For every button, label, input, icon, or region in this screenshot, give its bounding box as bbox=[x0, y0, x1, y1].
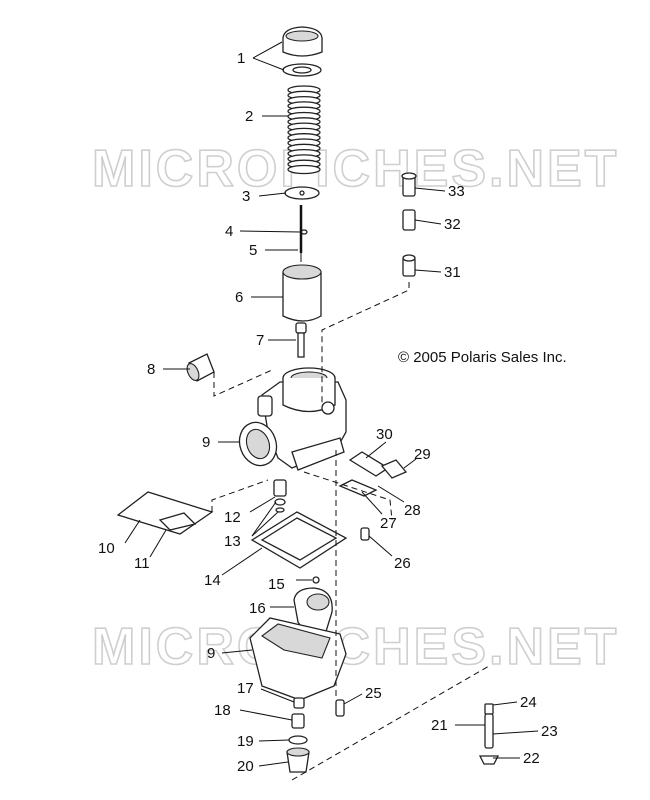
callout-9-bowl: 9 bbox=[207, 645, 215, 662]
callout-18: 18 bbox=[214, 702, 231, 719]
needle-jet-part bbox=[295, 322, 307, 358]
callout-16: 16 bbox=[249, 600, 266, 617]
bowl-gasket-part bbox=[250, 511, 348, 569]
callout-26: 26 bbox=[394, 555, 411, 572]
callout-7: 7 bbox=[256, 332, 264, 349]
callout-6: 6 bbox=[235, 289, 243, 306]
callout-32: 32 bbox=[444, 216, 461, 233]
callout-29: 29 bbox=[414, 446, 431, 463]
callout-5: 5 bbox=[249, 242, 257, 259]
watermark-top: MICROFICHES.NET bbox=[92, 140, 619, 198]
callout-1: 1 bbox=[237, 50, 245, 67]
flame-arrestor-plate-part bbox=[116, 491, 214, 535]
callout-8: 8 bbox=[147, 361, 155, 378]
spring-part bbox=[287, 85, 321, 175]
callout-17: 17 bbox=[237, 680, 254, 697]
drain-screw-part bbox=[286, 697, 310, 773]
callout-14: 14 bbox=[204, 572, 221, 589]
callout-11: 11 bbox=[134, 555, 150, 572]
choke-plunger-part bbox=[401, 172, 417, 277]
retainer-plate-part bbox=[284, 186, 320, 200]
carburetor-body-part bbox=[238, 367, 347, 471]
air-screw-part bbox=[338, 451, 408, 497]
callout-28: 28 bbox=[404, 502, 421, 519]
jet-holder-part bbox=[273, 479, 287, 513]
callout-15: 15 bbox=[268, 576, 285, 593]
guide-lines bbox=[211, 282, 490, 781]
callout-3: 3 bbox=[242, 188, 250, 205]
rubber-cap-part bbox=[186, 353, 215, 382]
callout-leaders bbox=[124, 41, 539, 767]
cap-part bbox=[282, 26, 323, 77]
bowl-screw-part bbox=[335, 699, 345, 717]
screw-26-part bbox=[360, 527, 370, 541]
watermark-bottom: MICROFICHES.NET bbox=[92, 618, 619, 676]
callout-2: 2 bbox=[245, 108, 253, 125]
spring-coil bbox=[287, 164, 321, 175]
callout-24: 24 bbox=[520, 694, 537, 711]
callout-25: 25 bbox=[365, 685, 382, 702]
plate-clip-part bbox=[158, 512, 197, 531]
callout-labels: 1 2 3 4 5 6 7 8 9 9 10 11 12 13 14 15 16… bbox=[98, 50, 558, 775]
float-bowl-part bbox=[249, 617, 347, 701]
callout-21: 21 bbox=[431, 717, 448, 734]
callout-9-body: 9 bbox=[202, 434, 210, 451]
callout-4: 4 bbox=[225, 223, 233, 240]
throttle-slide-part bbox=[282, 264, 322, 322]
callout-20: 20 bbox=[237, 758, 254, 775]
callout-31: 31 bbox=[444, 264, 461, 281]
callout-13: 13 bbox=[224, 533, 241, 550]
callout-22: 22 bbox=[523, 750, 540, 767]
callout-23: 23 bbox=[541, 723, 558, 740]
callout-12: 12 bbox=[224, 509, 241, 526]
callout-27: 27 bbox=[380, 515, 397, 532]
pin-part bbox=[312, 576, 320, 584]
callout-19: 19 bbox=[237, 733, 254, 750]
copyright-text: © 2005 Polaris Sales Inc. bbox=[398, 349, 567, 366]
callout-33: 33 bbox=[448, 183, 465, 200]
callout-10: 10 bbox=[98, 540, 115, 557]
callout-30: 30 bbox=[376, 426, 393, 443]
